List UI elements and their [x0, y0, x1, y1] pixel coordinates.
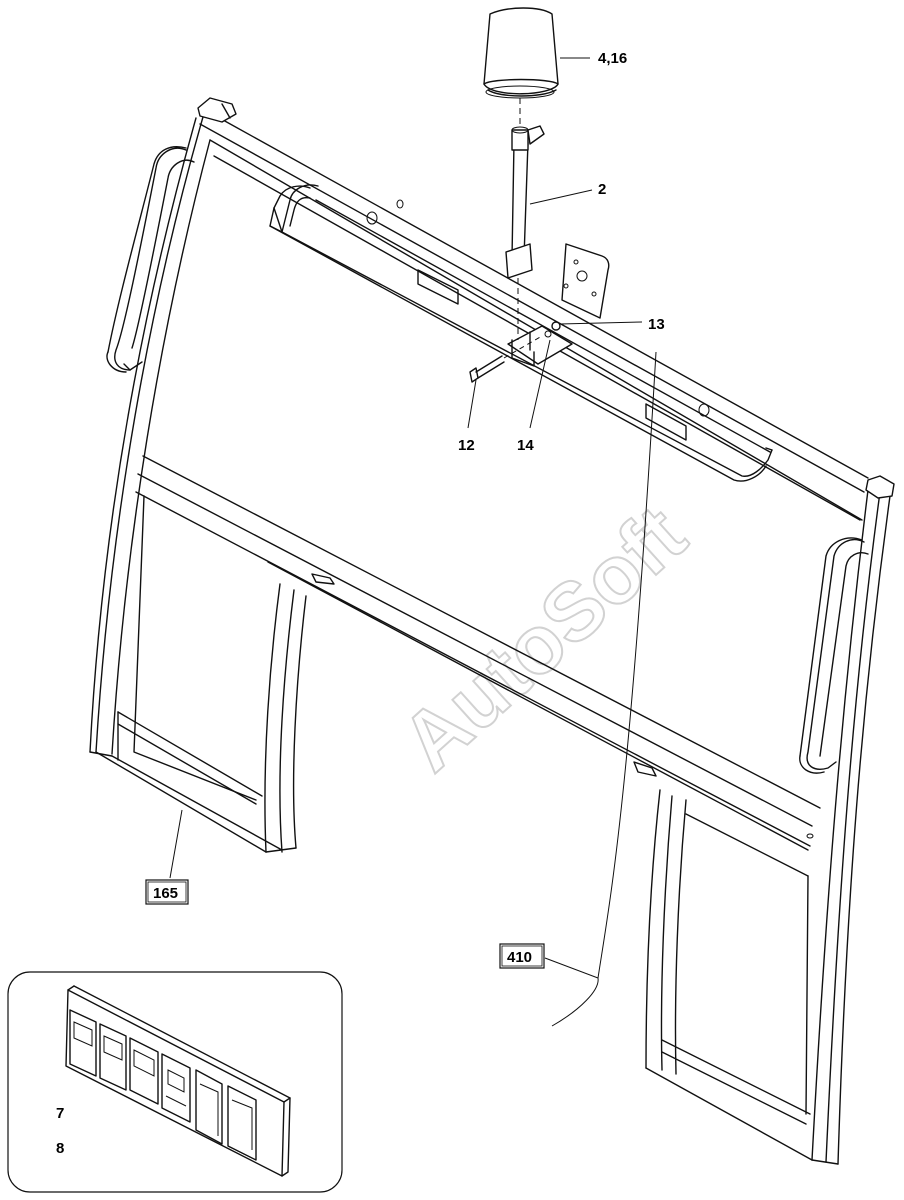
reference-box-cable: 410	[499, 943, 545, 969]
callout-switch-upper: 7	[56, 1105, 64, 1122]
callout-switch-lower: 8	[56, 1140, 64, 1157]
protection-frame	[89, 97, 895, 1165]
switch-row	[69, 1009, 257, 1161]
callout-post: 2	[598, 181, 606, 198]
reference-label-frame: 165	[153, 885, 178, 902]
beacon-assembly	[469, 7, 561, 383]
callout-beacon: 4,16	[598, 50, 627, 67]
callout-nut: 13	[648, 316, 665, 333]
reference-box-frame: 165	[145, 879, 189, 905]
callout-washer: 14	[517, 437, 534, 454]
switch-panel-inset: 7 8	[7, 971, 343, 1193]
reference-label-cable: 410	[507, 949, 532, 966]
callout-bolt: 12	[458, 437, 475, 454]
